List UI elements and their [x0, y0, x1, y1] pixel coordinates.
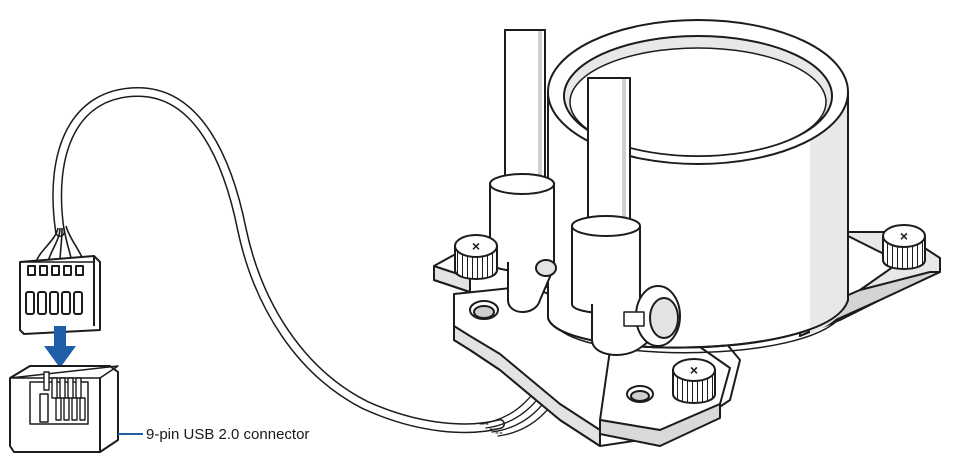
connector-label: 9-pin USB 2.0 connector	[146, 426, 309, 443]
screw-left: ×	[454, 234, 498, 280]
svg-text:×: ×	[472, 238, 480, 254]
connector-callout: 9-pin USB 2.0 connector	[118, 426, 309, 443]
svg-text:×: ×	[690, 362, 698, 378]
svg-text:×: ×	[900, 228, 908, 244]
screw-front: ×	[672, 358, 716, 404]
insert-arrow	[44, 326, 76, 368]
coolant-tubes	[489, 29, 681, 356]
motherboard-usb-header	[9, 365, 119, 453]
usb-plug	[19, 255, 101, 335]
usb-cable	[52, 86, 579, 437]
thumb-screws: × × ×	[454, 224, 926, 404]
screw-right: ×	[882, 224, 926, 270]
